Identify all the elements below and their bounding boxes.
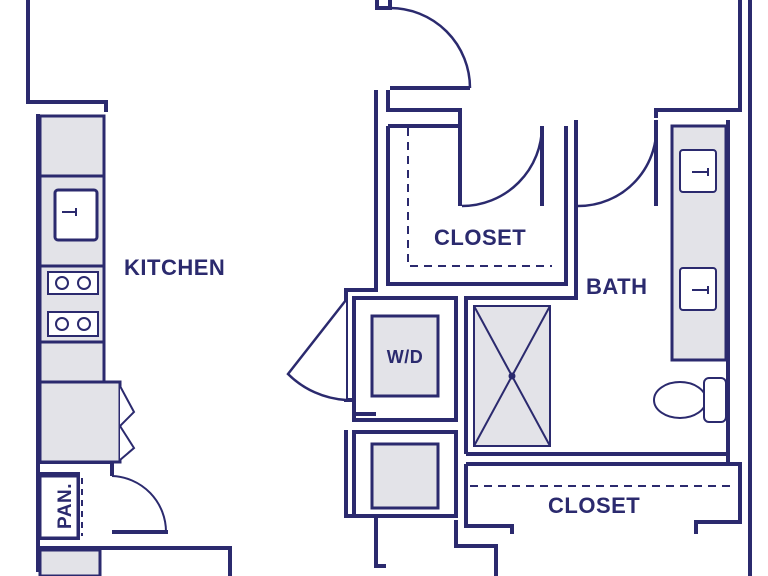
lower-cabinet bbox=[38, 548, 102, 576]
burner-icon bbox=[55, 276, 69, 290]
closet-shelves bbox=[407, 128, 736, 487]
label-kitchen: KITCHEN bbox=[124, 255, 225, 280]
vanity bbox=[670, 124, 728, 362]
room-labels: KITCHEN CLOSET BATH W/D CLOSET PAN. bbox=[55, 225, 647, 529]
wall-bath-east bbox=[726, 120, 740, 466]
burner-icon bbox=[77, 276, 91, 290]
burner-icon bbox=[55, 317, 69, 331]
wall-bottom-left bbox=[38, 546, 232, 576]
wall-lower-closet bbox=[466, 462, 742, 534]
wall-right-top bbox=[654, 0, 742, 118]
wall-top-left bbox=[26, 0, 108, 112]
faucet-icon bbox=[692, 286, 709, 294]
toilet bbox=[653, 377, 727, 423]
pantry-door-swing bbox=[111, 475, 167, 533]
wall-wd-box bbox=[352, 296, 458, 422]
wall-lower-box bbox=[352, 430, 458, 518]
upper-closet-shelf bbox=[407, 128, 552, 267]
label-closet-lower: CLOSET bbox=[548, 493, 640, 518]
wall-lower-bottom bbox=[454, 520, 498, 576]
toilet-bowl bbox=[653, 381, 707, 419]
washer-dryer-unit bbox=[370, 314, 440, 398]
wall-bath-west bbox=[464, 120, 578, 454]
label-washer-dryer: W/D bbox=[387, 347, 424, 367]
burner-icon bbox=[77, 317, 91, 331]
structural-walls bbox=[26, 0, 752, 576]
toilet-tank bbox=[703, 377, 727, 423]
wall-entry-stub bbox=[375, 0, 392, 10]
wall-closet-inner-left bbox=[386, 126, 568, 286]
faucet-icon bbox=[62, 208, 77, 216]
label-bath: BATH bbox=[586, 274, 647, 299]
shower-drain-icon bbox=[508, 372, 516, 380]
wd-door-swing bbox=[286, 299, 347, 402]
wall-closet-top bbox=[386, 90, 462, 126]
bath-door-swing bbox=[577, 119, 658, 208]
cabinet-end bbox=[38, 380, 122, 464]
pantry-shelf bbox=[38, 474, 80, 540]
label-pantry: PAN. bbox=[55, 483, 76, 529]
cabinet-door-swing bbox=[118, 385, 136, 461]
counter-lower bbox=[38, 340, 106, 384]
utility-unit bbox=[370, 442, 440, 510]
doors bbox=[286, 6, 658, 402]
wall-lower-closet-b bbox=[464, 464, 514, 534]
faucet-icon bbox=[692, 168, 709, 176]
fridge bbox=[38, 114, 106, 178]
closet-door-swing bbox=[461, 125, 544, 208]
label-closet-upper: CLOSET bbox=[434, 225, 526, 250]
pantry bbox=[38, 474, 168, 576]
kitchen-counter bbox=[38, 114, 136, 464]
shower bbox=[473, 305, 551, 447]
entry-door-swing bbox=[389, 6, 472, 89]
